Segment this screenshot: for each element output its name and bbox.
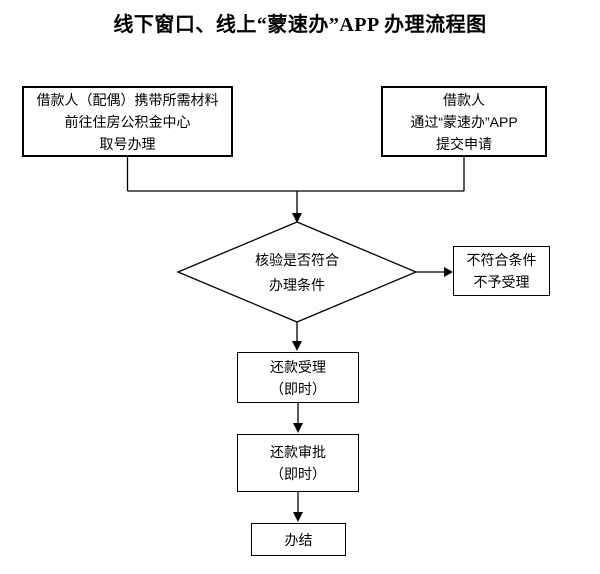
node-completed: 办结 (251, 523, 346, 556)
node-online-app: 借款人 通过“蒙速办”APP 提交申请 (381, 86, 547, 157)
node-offline-window: 借款人（配偶）携带所需材料 前往住房公积金中心 取号办理 (22, 86, 233, 157)
node-line: 不予受理 (473, 274, 530, 290)
node-line: （即时） (270, 380, 326, 397)
arrow-down-icon (293, 512, 303, 522)
flowchart-title: 线下窗口、线上“蒙速办”APP 办理流程图 (113, 14, 487, 36)
node-line: 提交申请 (436, 135, 492, 152)
node-line: （即时） (270, 466, 326, 482)
arrow-right-icon (444, 267, 453, 277)
node-repayment-acceptance: 还款受理 （即时） (237, 352, 359, 403)
arrow-down-icon (293, 423, 303, 433)
node-line: 还款受理 (270, 358, 326, 375)
node-rejected: 不符合条件 不予受理 (453, 246, 550, 296)
node-line: 核验是否符合 (255, 252, 339, 268)
node-line: 取号办理 (99, 135, 156, 152)
node-line: 办结 (284, 531, 313, 548)
arrow-down-icon (292, 341, 302, 351)
node-repayment-approval: 还款审批 （即时） (237, 434, 359, 492)
node-line: 借款人 (443, 91, 485, 108)
arrow-down-icon (292, 213, 302, 223)
node-line: 借款人（配偶）携带所需材料 (36, 91, 219, 108)
node-line: 通过“蒙速办”APP (410, 113, 518, 130)
node-decision-label: 核验是否符合 办理条件 (187, 247, 407, 299)
node-line: 不符合条件 (466, 252, 537, 268)
node-line: 前往住房公积金中心 (64, 113, 191, 130)
node-line: 还款审批 (270, 444, 326, 460)
node-line: 办理条件 (269, 277, 325, 293)
